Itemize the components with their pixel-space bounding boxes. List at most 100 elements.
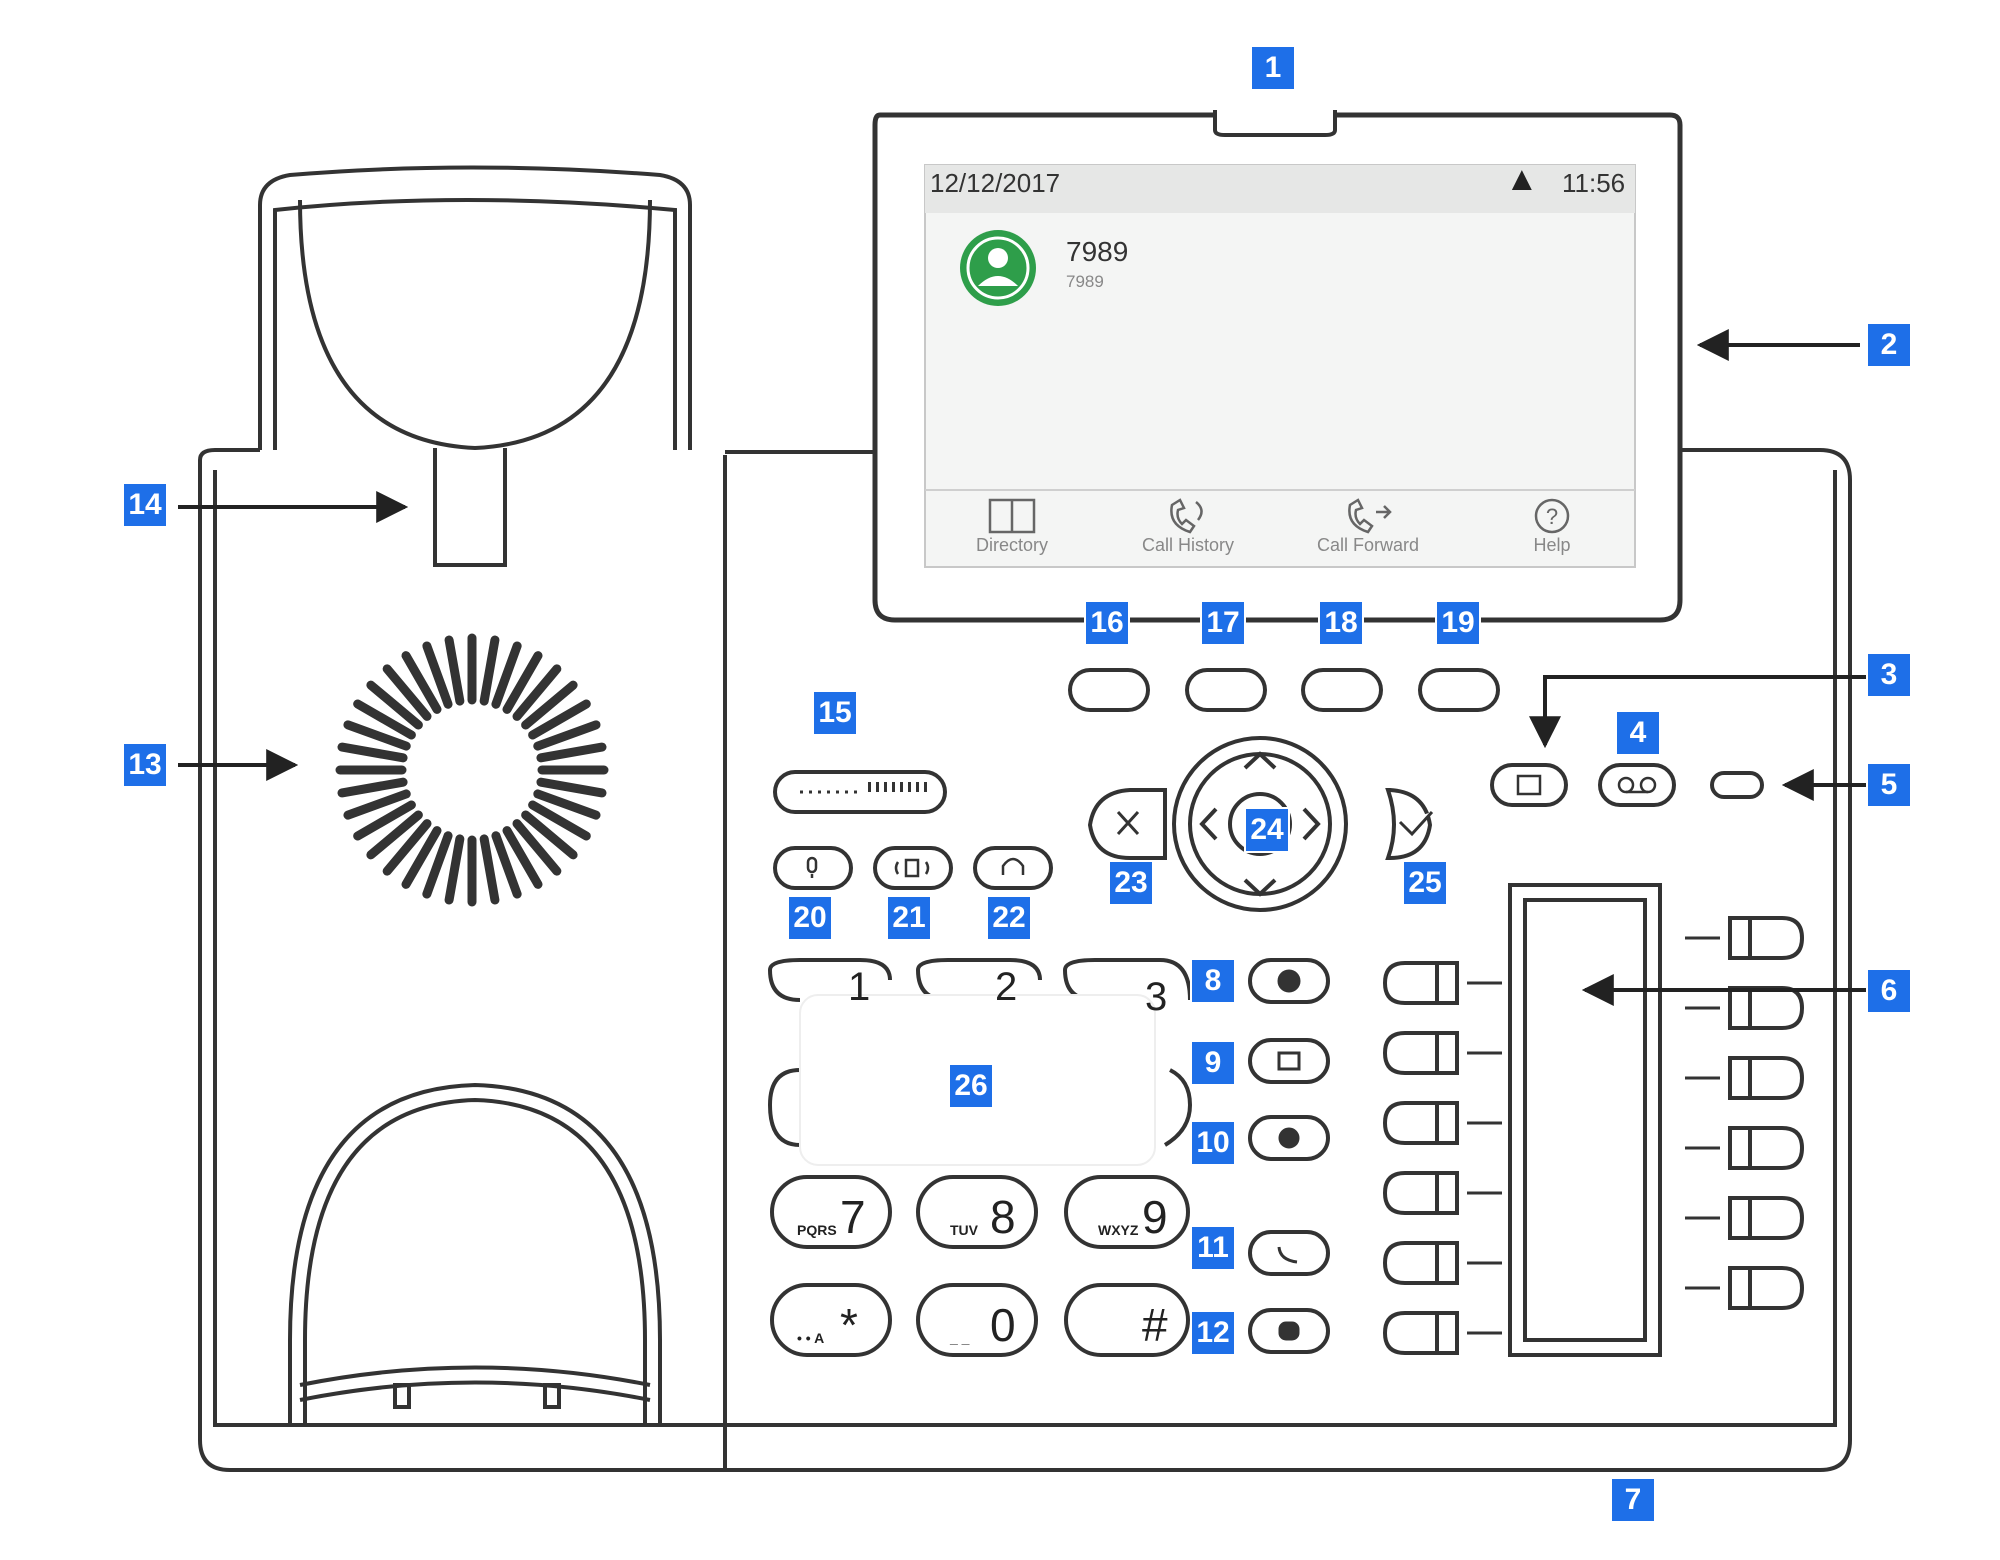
speaker-slot: [401, 651, 442, 714]
key-star-digit[interactable]: *: [840, 1299, 858, 1351]
handset: [258, 165, 692, 1425]
callout-8: 8: [1190, 958, 1236, 1004]
softkey-call-history[interactable]: Call History: [1141, 535, 1234, 555]
key-9-digit[interactable]: 9: [1142, 1191, 1168, 1243]
nav-cluster: [1172, 736, 1348, 912]
line-key: [1382, 1031, 1459, 1075]
speaker-slot: [343, 720, 411, 751]
callout-6: 6: [1866, 968, 1912, 1014]
volume-bar: [773, 770, 947, 814]
line-key: [1728, 986, 1805, 1030]
speaker-slot: [491, 831, 522, 899]
line-key: [1382, 961, 1459, 1005]
callout-23: 23: [1108, 860, 1154, 906]
callout-5: 5: [1866, 762, 1912, 808]
confirm-key: [1385, 788, 1434, 860]
callout-arrows: [178, 329, 1880, 1006]
speaker-slot: [444, 635, 465, 706]
key-star-letters: • • A: [797, 1330, 825, 1346]
warning-triangle-icon: ▲: [1505, 160, 1539, 198]
line-key: [1728, 1056, 1805, 1100]
mute-icon: [806, 856, 818, 878]
key-3-digit[interactable]: 3: [1145, 975, 1168, 1019]
softkey-call-forward[interactable]: Call Forward: [1316, 535, 1420, 555]
phone-body: [198, 448, 1852, 1472]
speaker-slot: [528, 699, 591, 740]
screen-date: 12/12/2017: [930, 168, 1061, 198]
line-key: [1728, 1196, 1805, 1240]
key-7-letters: PQRS: [797, 1222, 837, 1238]
headset-icon: [1001, 857, 1025, 875]
speaker-slot: [536, 742, 607, 763]
help-icon: ?: [1534, 498, 1570, 534]
function-buttons: [1248, 958, 1330, 1354]
callout-20: 20: [787, 895, 833, 941]
speaker-slot: [479, 834, 500, 905]
speaker-slot: [528, 800, 591, 841]
call-history-icon: [1170, 498, 1203, 534]
callout-4: 4: [1615, 710, 1661, 756]
function-icons: [1277, 969, 1301, 1341]
label-card: [1508, 883, 1662, 1357]
speaker-slot: [502, 651, 543, 714]
speaker-slot: [366, 680, 423, 730]
mode-buttons: [773, 846, 1053, 890]
softkey-help[interactable]: Help: [1533, 535, 1571, 555]
speaker-slot: [491, 641, 522, 709]
speaker-slot: [533, 789, 601, 820]
callout-1: 1: [1250, 45, 1296, 91]
callout-25: 25: [1402, 860, 1448, 906]
speaker-slot: [353, 699, 416, 740]
callout-16: 16: [1084, 600, 1130, 646]
callout-12: 12: [1190, 1310, 1236, 1356]
line-key: [1728, 916, 1805, 960]
speaker-slot: [521, 680, 578, 730]
cancel-key: [1087, 788, 1167, 860]
key-2-digit[interactable]: 2: [995, 965, 1018, 1009]
speaker-slot: [512, 664, 562, 721]
svg-text:?: ?: [1546, 504, 1558, 529]
callout-7: 7: [1610, 1477, 1656, 1523]
key-0-digit[interactable]: 0: [990, 1299, 1016, 1351]
speaker-slot: [401, 826, 442, 889]
callout-26: 26: [948, 1063, 994, 1109]
speaker-slot: [422, 831, 453, 899]
callout-13: 13: [122, 742, 168, 788]
callout-19: 19: [1435, 600, 1481, 646]
contact-name: 7989: [1066, 236, 1129, 267]
speaker-slot: [353, 800, 416, 841]
callout-10: 10: [1190, 1120, 1236, 1166]
callout-14: 14: [122, 482, 168, 528]
speaker-slot: [366, 810, 423, 860]
speaker-slot: [343, 789, 411, 820]
display-housing: ?: [872, 110, 1683, 623]
screen-time: 11:56: [1562, 168, 1626, 198]
speaker-grille: [335, 633, 609, 907]
speaker-slot: [382, 664, 432, 721]
key-7-digit[interactable]: 7: [840, 1191, 866, 1243]
callout-15: 15: [812, 690, 858, 736]
line-key: [1382, 1101, 1459, 1145]
keypad-outline: [767, 958, 1193, 1357]
callout-3: 3: [1866, 652, 1912, 698]
callout-24: 24: [1244, 807, 1290, 853]
speaker-slot: [444, 834, 465, 905]
call-forward-icon: [1348, 498, 1392, 534]
line-key: [1382, 1171, 1459, 1215]
softkey-buttons: [1068, 668, 1500, 712]
conference-icon: [1516, 774, 1542, 796]
speaker-slot: [533, 720, 601, 751]
key-1-digit[interactable]: 1: [848, 965, 871, 1009]
feature-buttons: [1490, 763, 1764, 807]
softkey-directory[interactable]: Directory: [975, 535, 1048, 555]
key-8-letters: TUV: [950, 1222, 978, 1238]
callout-9: 9: [1190, 1040, 1236, 1086]
key-8-digit[interactable]: 8: [990, 1191, 1016, 1243]
speaker-slot: [337, 777, 408, 798]
key-0-letters: _ _: [950, 1330, 970, 1346]
speaker-slot: [502, 826, 543, 889]
key-hash-digit[interactable]: #: [1142, 1299, 1168, 1351]
voicemail-icon: [1617, 776, 1657, 794]
